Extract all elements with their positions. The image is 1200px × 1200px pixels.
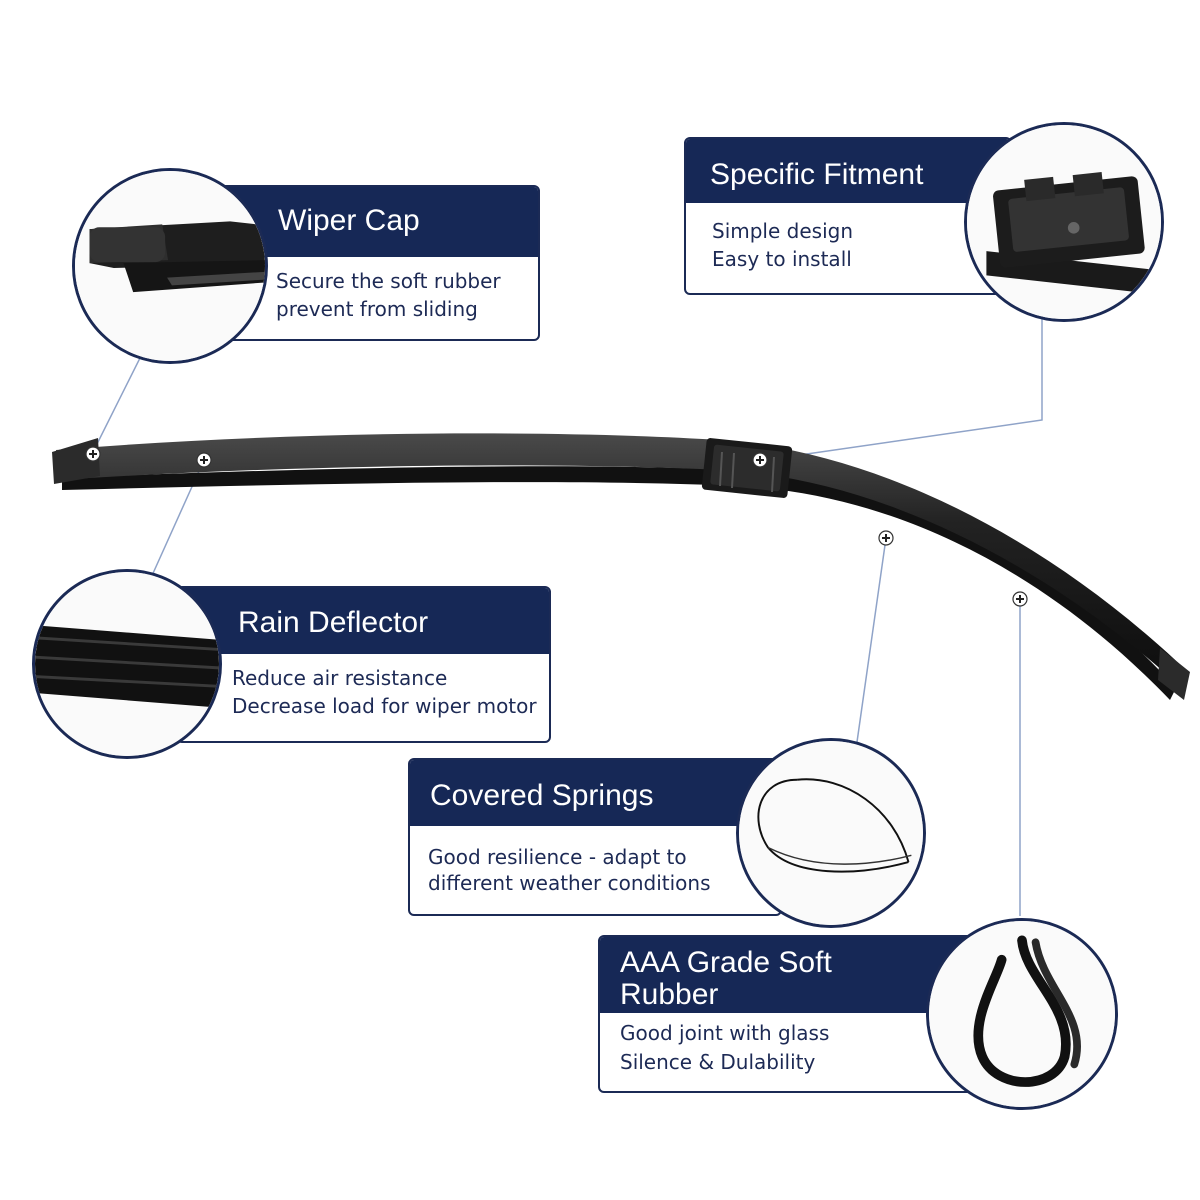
- covered-springs-title: Covered Springs: [410, 760, 780, 826]
- rain-deflector-title: Rain Deflector: [178, 588, 549, 654]
- hotspot-markers: [85, 446, 1028, 607]
- blade-connector: [701, 438, 793, 498]
- rain-deflector-card: Rain Deflector Reduce air resistance Dec…: [176, 586, 551, 743]
- wiper-cap-line-1: Secure the soft rubber: [276, 269, 501, 293]
- spring-steel-coil-icon: [736, 738, 926, 928]
- connector-adapter-icon: [964, 122, 1164, 322]
- wiper-cap-card: Wiper Cap Secure the soft rubber prevent…: [214, 185, 540, 341]
- wiper-cap-title: Wiper Cap: [216, 187, 538, 257]
- soft-rubber-card: AAA Grade Soft Rubber Good joint with gl…: [598, 935, 978, 1093]
- wiper-cap-closeup-icon: [72, 168, 268, 364]
- soft-rubber-line-2: Silence & Dulability: [620, 1050, 816, 1074]
- soft-rubber-title-line-1: AAA Grade Soft: [620, 946, 832, 979]
- specific-fitment-line-1: Simple design: [712, 219, 853, 243]
- soft-rubber-title: AAA Grade Soft Rubber: [600, 937, 976, 1013]
- blade-body: [56, 433, 1188, 690]
- specific-fitment-line-2: Easy to install: [712, 247, 852, 271]
- rain-deflector-line-2: Decrease load for wiper motor: [232, 694, 537, 718]
- wiper-cap-line-2: prevent from sliding: [276, 297, 478, 321]
- specific-fitment-card: Specific Fitment Simple design Easy to i…: [684, 137, 1012, 295]
- spoiler-profile-icon: [32, 569, 222, 759]
- rubber-refill-coil-icon: [926, 918, 1118, 1110]
- soft-rubber-title-line-2: Rubber: [620, 978, 719, 1011]
- soft-rubber-line-1: Good joint with glass: [620, 1021, 830, 1045]
- covered-springs-line-1: Good resilience - adapt to: [428, 845, 687, 869]
- rain-deflector-line-1: Reduce air resistance: [232, 666, 448, 690]
- covered-springs-line-2: different weather conditions: [428, 871, 711, 895]
- covered-springs-card: Covered Springs Good resilience - adapt …: [408, 758, 782, 916]
- specific-fitment-title: Specific Fitment: [686, 139, 1010, 203]
- blade-end-cap-right: [1158, 648, 1190, 700]
